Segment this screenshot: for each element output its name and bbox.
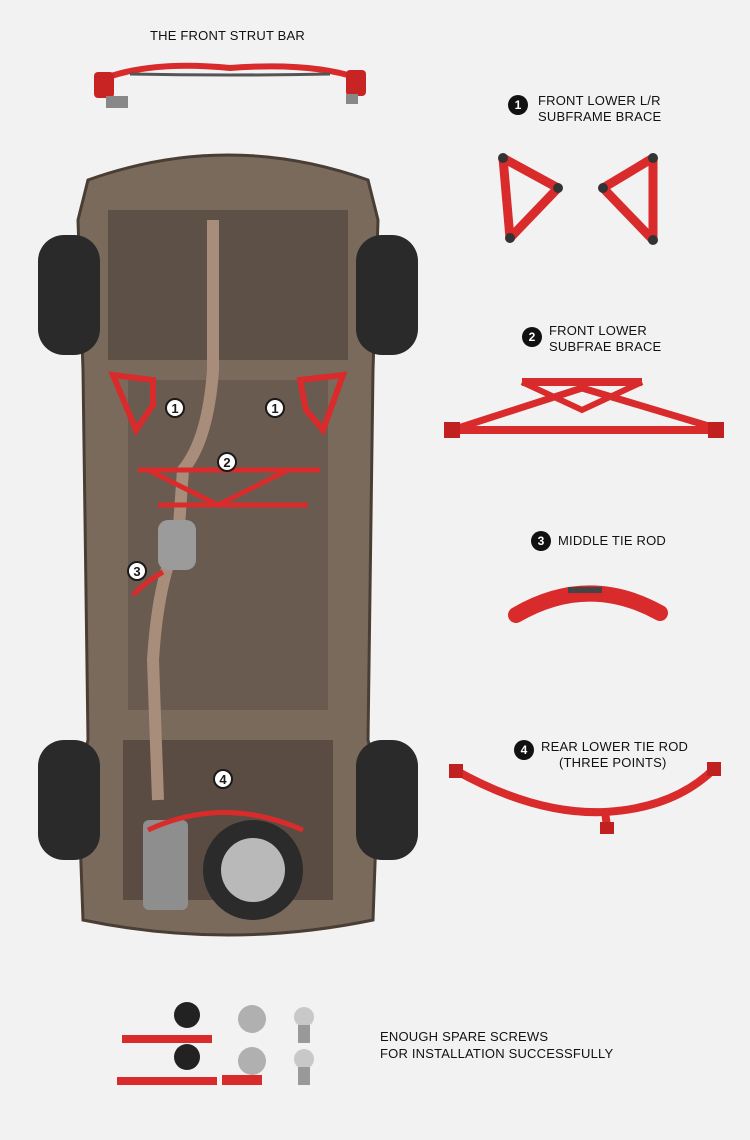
strut-bar-label: THE FRONT STRUT BAR [150, 28, 305, 43]
part4-number-icon: 4 [514, 740, 534, 760]
part4-label-line2: (THREE POINTS) [559, 755, 667, 770]
screws-label-line1: ENOUGH SPARE SCREWS [380, 1029, 549, 1044]
screws-label-line2: FOR INSTALLATION SUCCESSFULLY [380, 1046, 614, 1061]
part1-label-line1: FRONT LOWER L/R [538, 93, 661, 108]
part2-label-line1: FRONT LOWER [549, 323, 648, 338]
front-strut-bar-image [94, 62, 366, 108]
part1-number-icon: 1 [508, 95, 528, 115]
part1-brace-image [498, 153, 658, 245]
car-underside-image [38, 153, 418, 937]
part2-label-line2: SUBFRAE BRACE [549, 339, 662, 354]
car-badge-1-left: 1 [165, 398, 185, 418]
part4-label-line1: REAR LOWER TIE ROD [541, 739, 689, 754]
car-badge-3: 3 [127, 561, 147, 581]
part3-label: MIDDLE TIE ROD [558, 533, 667, 548]
car-badge-2: 2 [217, 452, 237, 472]
car-badge-1-right: 1 [265, 398, 285, 418]
car-badge-4: 4 [213, 769, 233, 789]
part4-tie-rod-image [449, 762, 721, 834]
part2-brace-image [444, 378, 724, 438]
part3-number-icon: 3 [531, 531, 551, 551]
part2-number-icon: 2 [522, 327, 542, 347]
part3-tie-rod-image [508, 585, 668, 623]
part1-label-line2: SUBFRAME BRACE [538, 109, 662, 124]
spare-screws-image [117, 1002, 314, 1085]
